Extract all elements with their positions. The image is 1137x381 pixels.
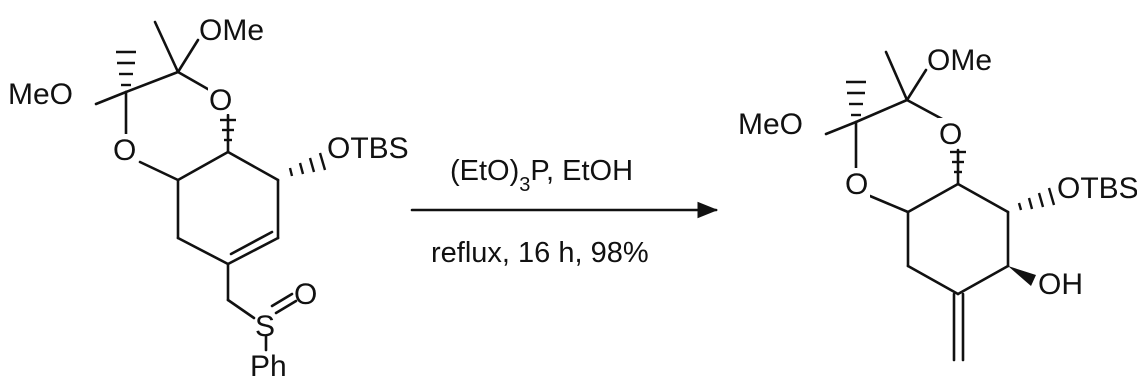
hashed-wedge bbox=[116, 50, 136, 87]
methoxy-label: MeO bbox=[738, 108, 803, 141]
bond bbox=[153, 20, 180, 74]
ring-oxygen-label: O bbox=[209, 84, 232, 117]
bond bbox=[176, 150, 230, 182]
solid-wedge bbox=[1008, 266, 1036, 286]
methoxy-label: OMe bbox=[927, 44, 992, 77]
bond bbox=[124, 70, 180, 94]
bond bbox=[884, 50, 909, 102]
bond bbox=[905, 98, 946, 122]
bond bbox=[94, 90, 128, 106]
double-bond-inner bbox=[229, 230, 274, 256]
otbs-label: OTBS bbox=[327, 132, 409, 165]
bond bbox=[226, 298, 256, 320]
otbs-label: OTBS bbox=[1057, 172, 1137, 205]
methoxy-label: OMe bbox=[199, 14, 264, 47]
sulfoxide-oxygen-label: O bbox=[294, 278, 317, 311]
ring-oxygen-label: O bbox=[845, 168, 868, 201]
hashed-wedge bbox=[288, 152, 327, 177]
reagent-label: (EtO)3P, EtOH bbox=[450, 155, 633, 196]
bond bbox=[176, 38, 200, 74]
reaction-arrow-group: (EtO)3P, EtOH reflux, 16 h, 98% bbox=[410, 155, 719, 269]
bond bbox=[906, 182, 960, 214]
sulfoxide-double-bond bbox=[274, 299, 298, 315]
bond bbox=[956, 182, 1010, 214]
bond bbox=[905, 68, 928, 102]
hashed-wedge bbox=[950, 150, 966, 174]
sulfoxide-double-bond bbox=[270, 292, 294, 308]
product-structure: OMe MeO O O OTBS OH bbox=[738, 44, 1137, 362]
bond bbox=[176, 236, 230, 266]
bond bbox=[868, 194, 910, 214]
bond bbox=[226, 150, 280, 182]
phenyl-label: Ph bbox=[250, 350, 287, 381]
hashed-wedge bbox=[220, 118, 236, 142]
bond bbox=[906, 264, 960, 296]
ring-oxygen-label: O bbox=[939, 118, 962, 151]
conditions-label: reflux, 16 h, 98% bbox=[431, 237, 649, 269]
methoxy-label: MeO bbox=[8, 78, 73, 111]
reactant-structure: OMe MeO O O OTBS S O Ph bbox=[8, 14, 409, 381]
hashed-wedge bbox=[1017, 187, 1056, 211]
bond bbox=[226, 236, 280, 266]
hydroxyl-label: OH bbox=[1038, 268, 1083, 301]
ring-oxygen-label: O bbox=[113, 134, 136, 167]
bond bbox=[956, 264, 1010, 296]
bond bbox=[824, 120, 858, 136]
bond bbox=[854, 98, 909, 124]
bond bbox=[176, 70, 215, 94]
bond bbox=[138, 160, 180, 182]
hashed-wedge bbox=[846, 80, 866, 117]
sulfur-label: S bbox=[255, 310, 275, 343]
